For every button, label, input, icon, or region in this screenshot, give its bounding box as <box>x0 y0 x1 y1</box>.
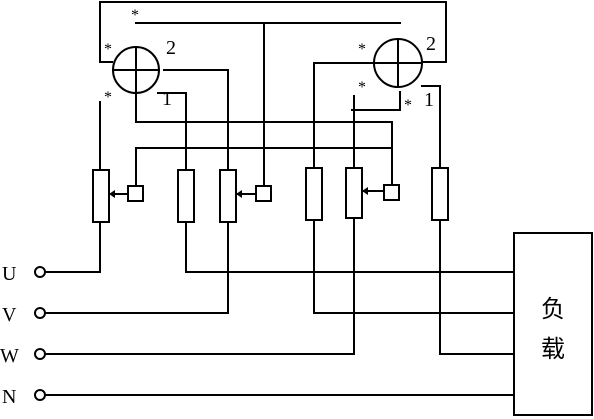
coil-resistor-5 <box>345 167 363 219</box>
wiper-arrow-1 <box>109 190 115 198</box>
left-meter-term2-wire <box>163 69 229 171</box>
w-phase-wire <box>45 217 355 355</box>
components <box>92 38 593 416</box>
v-phase-wire <box>45 221 229 314</box>
polarity-mark-right-mid: * <box>358 79 366 96</box>
left-meter-term2-label: 2 <box>166 37 176 59</box>
top-frame-wire <box>99 1 447 63</box>
polarity-mark-left-bottom: * <box>104 89 112 106</box>
right-meter-lower-wire <box>351 91 401 111</box>
u-phase-wire <box>45 221 101 273</box>
polarity-mark-left-top: * <box>104 41 112 58</box>
coil-resistor-4 <box>305 167 323 221</box>
polarity-mark-right-bottom: * <box>404 97 412 114</box>
w-terminal <box>34 348 46 360</box>
u-phase-label: U <box>2 263 17 285</box>
coil-resistor-1 <box>92 169 110 223</box>
polarity-mark-right-top: * <box>358 41 366 58</box>
right-meter <box>373 38 423 88</box>
terminal-square-1 <box>127 185 144 202</box>
labels: 2 1 2 1 * * * * * * U V W N 负 载 <box>0 7 565 408</box>
right-meter-term2-wire <box>313 62 375 171</box>
phase-terminals <box>34 266 46 401</box>
load-label-line2: 载 <box>541 335 565 363</box>
wiper-arrow-3 <box>362 187 368 195</box>
left-meter-term1-label: 1 <box>162 88 172 110</box>
polarity-mark-top: * <box>131 7 139 24</box>
n-phase-label: N <box>2 386 16 408</box>
coil-resistor-6 <box>431 167 449 221</box>
wiper-link-wire <box>135 147 393 187</box>
right-meter-term1-label: 1 <box>424 89 434 111</box>
terminal-square-2 <box>255 185 272 202</box>
load-label-line1: 负 <box>541 295 565 323</box>
v-phase-label: V <box>2 304 17 326</box>
right-meter-term1-wire <box>421 85 441 171</box>
terminal-square-3 <box>383 184 400 201</box>
right-meter-term2-label: 2 <box>426 33 436 55</box>
left-meter-term1-wire <box>157 92 187 171</box>
load-box <box>513 232 593 416</box>
v-terminal <box>34 307 46 319</box>
v-load-wire <box>313 219 515 314</box>
coil-resistor-3 <box>219 169 237 223</box>
wiring <box>45 1 515 396</box>
left-meter <box>112 46 160 94</box>
u-terminal <box>34 266 46 278</box>
left-meter-lower-wire <box>135 91 393 186</box>
wiper-arrow-2 <box>236 190 242 198</box>
coil-resistor-2 <box>177 169 195 223</box>
w-load-wire <box>439 219 515 355</box>
u-load-wire <box>185 221 515 273</box>
w-phase-label: W <box>0 345 19 367</box>
n-terminal <box>34 389 46 401</box>
